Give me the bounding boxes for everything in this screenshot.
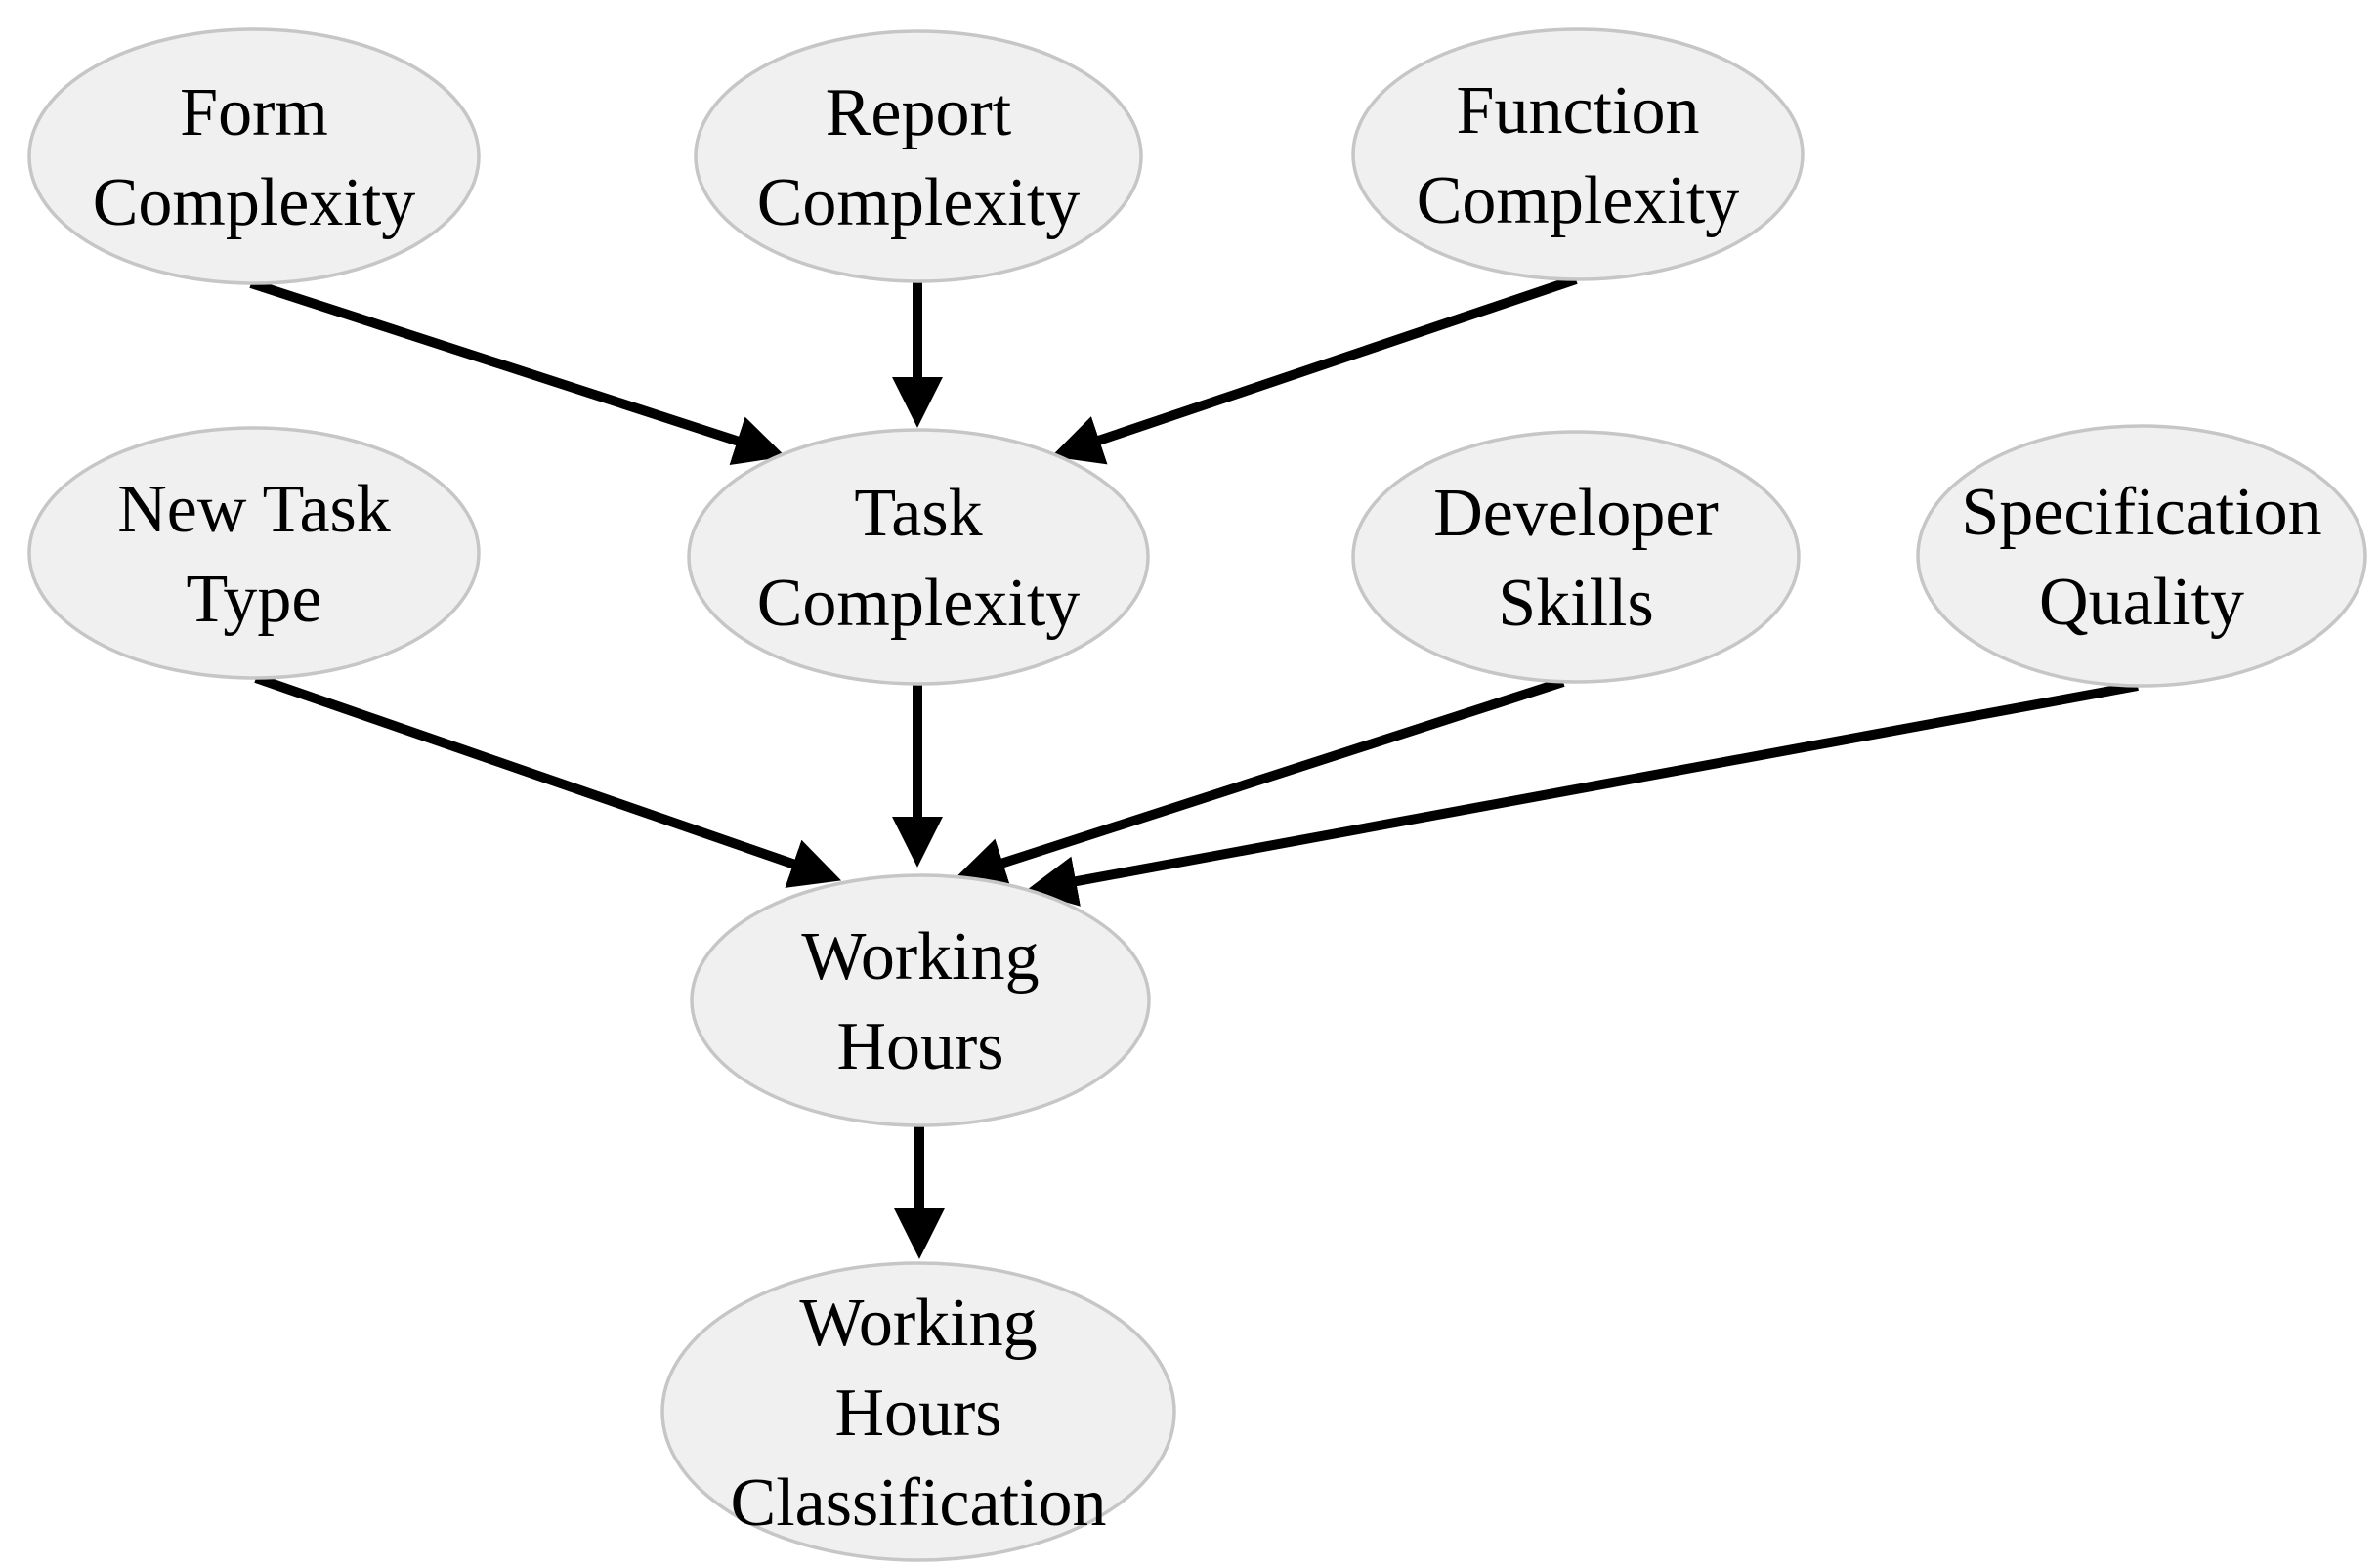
node-ellipse-working-hours-classification [660,1261,1176,1562]
edge-developer-skills-to-working-hours [954,677,1565,888]
node-ellipse-task-complexity [687,428,1150,686]
node-ellipse-developer-skills [1351,430,1801,684]
node-ellipse-function-complexity [1351,27,1805,281]
node-ellipse-report-complexity [694,29,1143,283]
edge-function-complexity-to-task-complexity [1050,275,1578,465]
node-ellipse-new-task-type [27,426,481,680]
edge-form-complexity-to-task-complexity [249,278,786,466]
edge-specification-quality-to-working-hours [1026,681,2139,907]
node-ellipse-specification-quality [1916,424,2367,688]
node-ellipse-working-hours [690,873,1151,1127]
edge-new-task-type-to-working-hours [254,673,842,888]
node-ellipse-form-complexity [27,27,481,285]
